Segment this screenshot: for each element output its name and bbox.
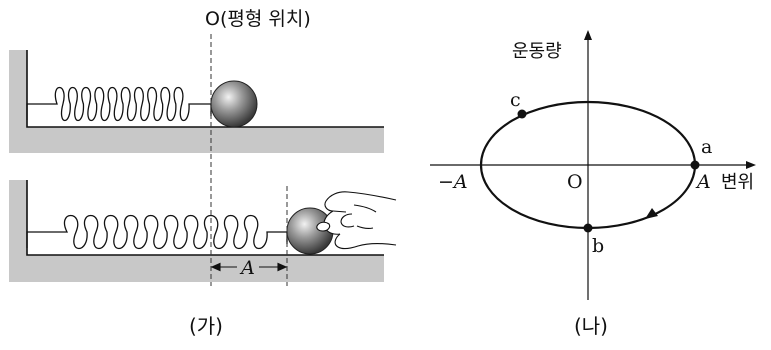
y-axis-label: 운동량 <box>512 41 562 62</box>
spring-bottom <box>26 215 288 249</box>
origin-label: O <box>567 171 583 193</box>
equilibrium-label: O(평형 위치) <box>205 8 311 30</box>
wall-and-floor-bottom <box>9 180 384 282</box>
point-a-dot <box>690 160 700 170</box>
x-axis-arrowhead <box>746 161 756 169</box>
phase-graph: a b c O −A A 변위 운동량 (나) <box>430 30 756 338</box>
neg-amplitude-label: −A <box>438 171 468 193</box>
point-c-dot <box>517 109 527 119</box>
spring-top <box>26 87 212 122</box>
x-axis-label: 변위 <box>721 172 754 193</box>
y-axis-arrowhead <box>584 30 592 40</box>
caption-ga: (가) <box>189 314 223 338</box>
spring-diagram: A O(평형 위치) (가) <box>9 8 397 338</box>
amplitude-label: A <box>239 257 255 279</box>
caption-na: (나) <box>574 314 608 338</box>
point-b-label: b <box>592 235 604 257</box>
direction-arrowhead <box>645 208 658 219</box>
pos-amplitude-label: A <box>695 171 711 193</box>
ball-top <box>210 80 258 128</box>
point-c-label: c <box>510 89 521 111</box>
hand-icon <box>316 191 397 250</box>
point-b-dot <box>583 223 593 233</box>
wall-and-floor-top <box>9 50 384 153</box>
point-a-label: a <box>701 136 712 158</box>
amplitude-arrow <box>210 262 288 272</box>
